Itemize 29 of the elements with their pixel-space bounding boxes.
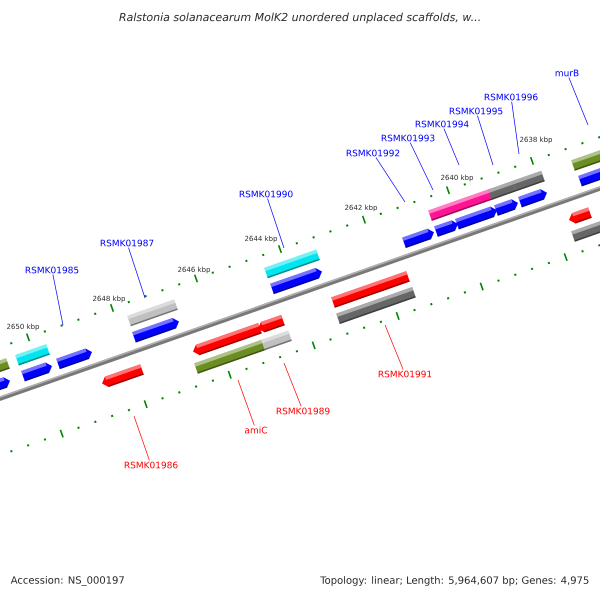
gene-label: RSMK01993 [382,134,434,142]
leader-line [376,157,406,202]
gene-label: RSMK01995 [450,108,502,114]
footer-text: Accession: NS_000197 [10,576,124,586]
footer-text: Topology: linear; Length: 5,964,607 bp; Genes: 4,975 [320,576,588,586]
gene-label: RSMK01985 [26,266,78,274]
leader-line [444,128,460,166]
gene-label: RSMK01994 [416,120,469,128]
leader-line [410,142,434,190]
gene-label: RSMK01996 [484,94,538,100]
leader-line [267,198,284,248]
gene-label: RSMK01990 [240,190,293,198]
gene-label: amiC [245,426,268,434]
leader-line [134,416,150,461]
gene-label: RSMK01991 [378,370,432,378]
leader-line [128,247,146,298]
leader-line [477,115,494,166]
gene-label: RSMK01989 [276,408,330,414]
leader-line [284,362,302,407]
gene-label: RSMK01987 [100,240,154,246]
leader-line [568,77,588,126]
gene-label: murB [556,70,579,76]
leader-line [52,274,64,326]
gene-label: RSMK01992 [346,150,400,156]
leader-line [511,101,520,154]
leader-line [384,324,404,370]
leader-line [238,380,255,426]
gene-label: RSMK01986 [124,462,178,468]
title: Ralstonia solanacearum MolK2 unordered unplaced scaffolds, w... [119,12,480,24]
